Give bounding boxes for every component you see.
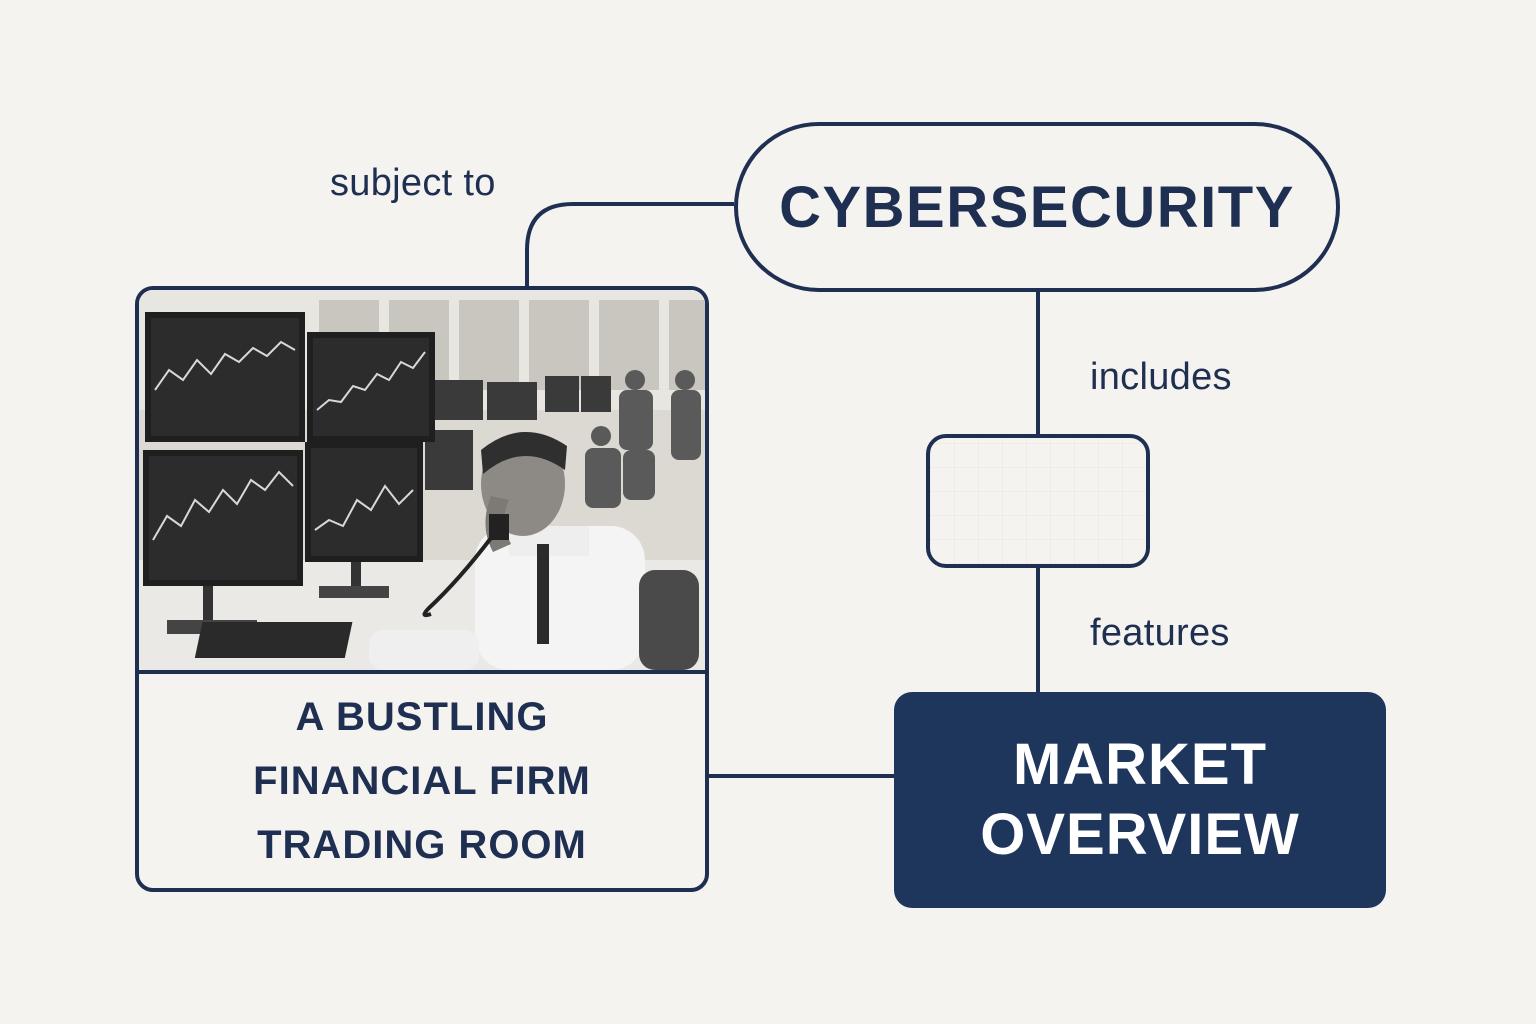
node-market-overview-line2: OVERVIEW xyxy=(980,802,1300,867)
node-market-overview: MARKET OVERVIEW xyxy=(894,692,1386,908)
node-cybersecurity-label: CYBERSECURITY xyxy=(779,174,1295,240)
node-trading-room-caption: A BUSTLING FINANCIAL FIRM TRADING ROOM xyxy=(139,674,705,888)
node-cybersecurity: CYBERSECURITY xyxy=(734,122,1340,292)
node-market-overview-line1: MARKET xyxy=(1012,732,1268,797)
edge-subject-to-line xyxy=(525,202,734,286)
edge-label-features: features xyxy=(1090,612,1230,654)
node-empty-box xyxy=(926,434,1150,568)
trading-room-photo xyxy=(139,290,705,674)
node-trading-room-line2: FINANCIAL FIRM xyxy=(253,759,591,803)
node-trading-room-line3: TRADING ROOM xyxy=(257,823,587,867)
node-trading-room: A BUSTLING FINANCIAL FIRM TRADING ROOM xyxy=(135,286,709,892)
edge-label-includes: includes xyxy=(1090,356,1232,398)
edge-label-subject-to: subject to xyxy=(330,162,496,204)
node-trading-room-line1: A BUSTLING xyxy=(295,695,549,739)
trading-room-illustration xyxy=(139,290,705,670)
